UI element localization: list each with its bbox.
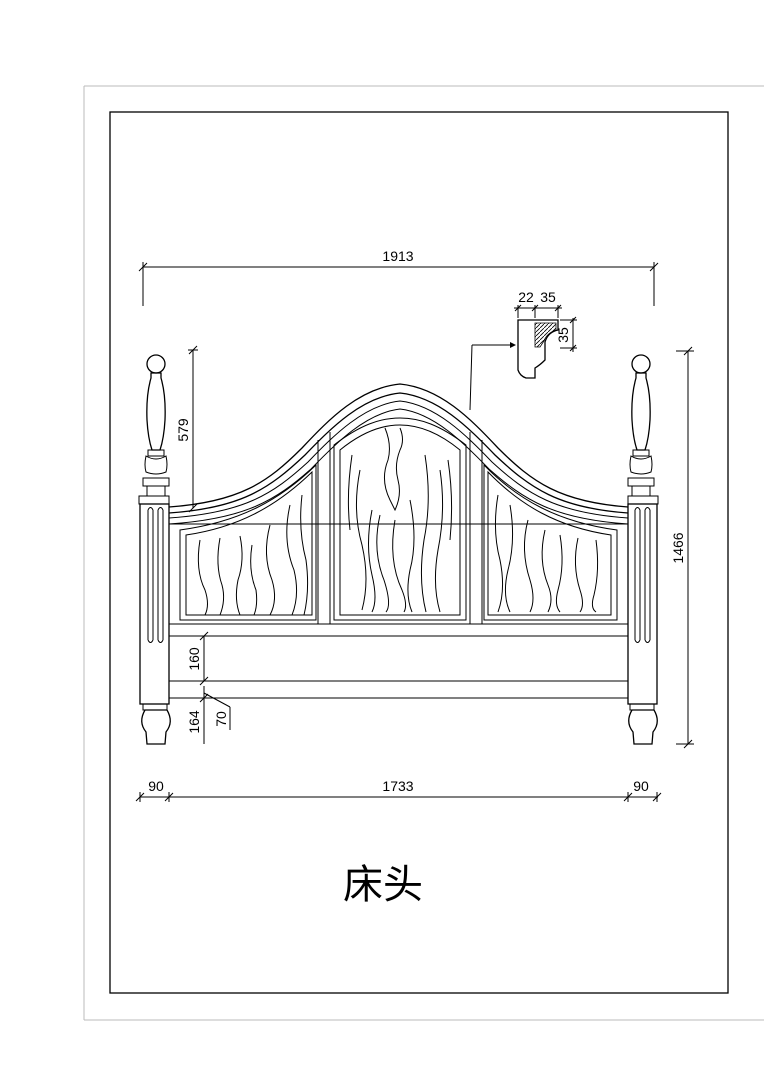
headboard — [138, 354, 659, 745]
dim-overall-width: 1913 — [138, 248, 659, 306]
left-post — [138, 354, 171, 745]
dim-foot-height: 164 — [186, 686, 209, 744]
dim-label-left-post: 90 — [148, 778, 164, 794]
dim-rail-height: 160 — [186, 631, 209, 686]
right-post — [627, 354, 659, 745]
arched-top-rail — [168, 383, 629, 525]
dim-label-rail-height: 160 — [186, 647, 202, 671]
profile-detail: 22 35 35 — [469, 289, 577, 411]
dim-label-inner-width: 1733 — [382, 778, 413, 794]
dim-label-foot-height: 164 — [186, 710, 202, 734]
dim-label-right-post: 90 — [633, 778, 649, 794]
dim-arch-height: 579 — [175, 345, 198, 513]
dim-label-arch-height: 579 — [175, 418, 191, 442]
dim-label-overall-height: 1466 — [670, 532, 686, 563]
left-panel — [179, 463, 317, 621]
lower-rails — [168, 635, 629, 699]
profile-label-width-a: 22 — [518, 289, 534, 305]
profile-label-height: 35 — [555, 327, 571, 343]
dim-overall-height: 1466 — [670, 346, 694, 749]
sheet-border — [83, 85, 764, 1021]
dim-bottom-widths: 90 1733 90 — [135, 778, 662, 802]
dim-label-foot-detail: 70 — [213, 711, 229, 727]
right-panel — [483, 463, 618, 621]
profile-label-width-b: 35 — [540, 289, 556, 305]
center-panel — [333, 417, 467, 621]
dim-label-overall-width: 1913 — [382, 248, 413, 264]
drawing-title: 床头 — [343, 862, 423, 908]
dimensions: 1913 90 1733 90 1466 — [135, 248, 694, 802]
dim-foot-detail: 70 — [203, 692, 231, 730]
